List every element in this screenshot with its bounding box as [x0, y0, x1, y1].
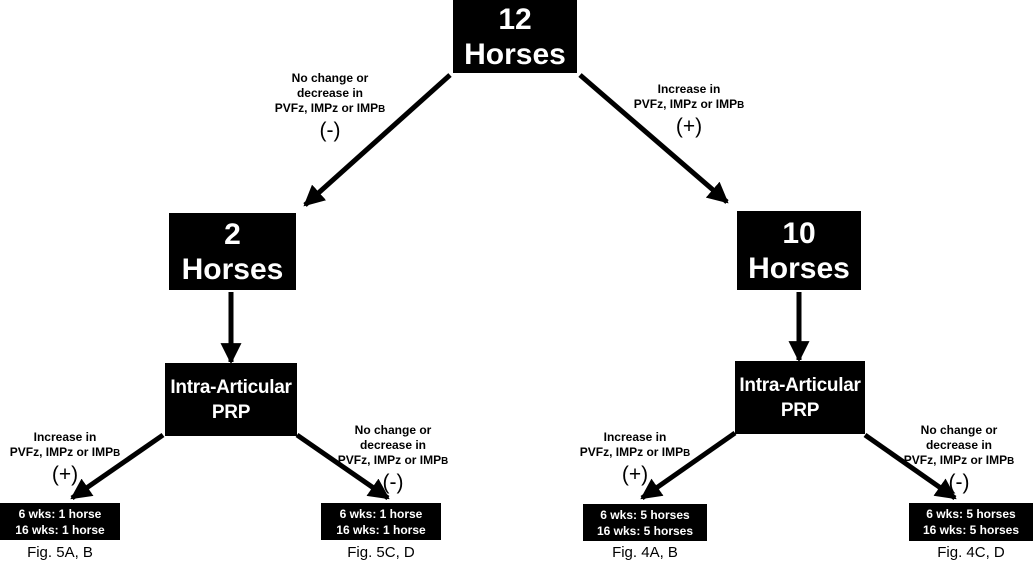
arrow-root-to-left — [303, 73, 452, 207]
left-treatment-node: Intra-Articular PRP — [165, 363, 297, 436]
left-group-count: 2 — [224, 217, 241, 251]
arrow-left-treatment-plus — [70, 432, 165, 501]
left-minus-condition-label: No change or decrease in PVFz, IMPz or I… — [318, 423, 468, 496]
right-minus-fig-ref: Fig. 4C, D — [937, 544, 1005, 561]
arrow-right-treatment-minus — [863, 432, 957, 501]
left-minus-fig-ref: Fig. 5C, D — [347, 544, 415, 561]
right-group-count: 10 — [782, 216, 816, 250]
right-plus-fig-ref: Fig. 4A, B — [612, 544, 678, 561]
root-right-condition-label: Increase in PVFz, IMPz or IMPB (+) — [614, 82, 764, 140]
arrow-root-to-right — [578, 73, 729, 204]
minus-sign: (-) — [948, 471, 970, 494]
left-group-node: 2 Horses — [169, 213, 296, 290]
minus-sign: (-) — [319, 119, 341, 142]
arrow-right-treatment-plus — [640, 430, 737, 501]
left-plus-fig-ref: Fig. 5A, B — [27, 544, 93, 561]
right-plus-result: 6 wks: 5 horses 16 wks: 5 horses — [583, 504, 707, 541]
root-unit: Horses — [464, 37, 566, 71]
plus-sign: (+) — [51, 463, 79, 486]
right-treatment-node: Intra-Articular PRP — [735, 361, 865, 434]
root-node: 12 Horses — [453, 0, 577, 73]
minus-sign: (-) — [382, 471, 404, 494]
right-plus-condition-label: Increase in PVFz, IMPz or IMPB (+) — [570, 430, 700, 488]
root-count: 12 — [498, 2, 532, 36]
left-group-unit: Horses — [181, 252, 284, 286]
left-minus-result: 6 wks: 1 horse 16 wks: 1 horse — [321, 503, 441, 540]
right-group-node: 10 Horses — [737, 211, 861, 290]
arrow-left-treatment-minus — [295, 432, 390, 501]
left-plus-condition-label: Increase in PVFz, IMPz or IMPB (+) — [0, 430, 130, 488]
right-minus-condition-label: No change or decrease in PVFz, IMPz or I… — [884, 423, 1034, 496]
right-group-unit: Horses — [748, 251, 850, 285]
plus-sign: (+) — [621, 463, 649, 486]
left-plus-result: 6 wks: 1 horse 16 wks: 1 horse — [0, 503, 120, 540]
root-left-condition-label: No change or decrease in PVFz, IMPz or I… — [255, 71, 405, 144]
plus-sign: (+) — [675, 115, 703, 138]
right-minus-result: 6 wks: 5 horses 16 wks: 5 horses — [909, 503, 1033, 541]
